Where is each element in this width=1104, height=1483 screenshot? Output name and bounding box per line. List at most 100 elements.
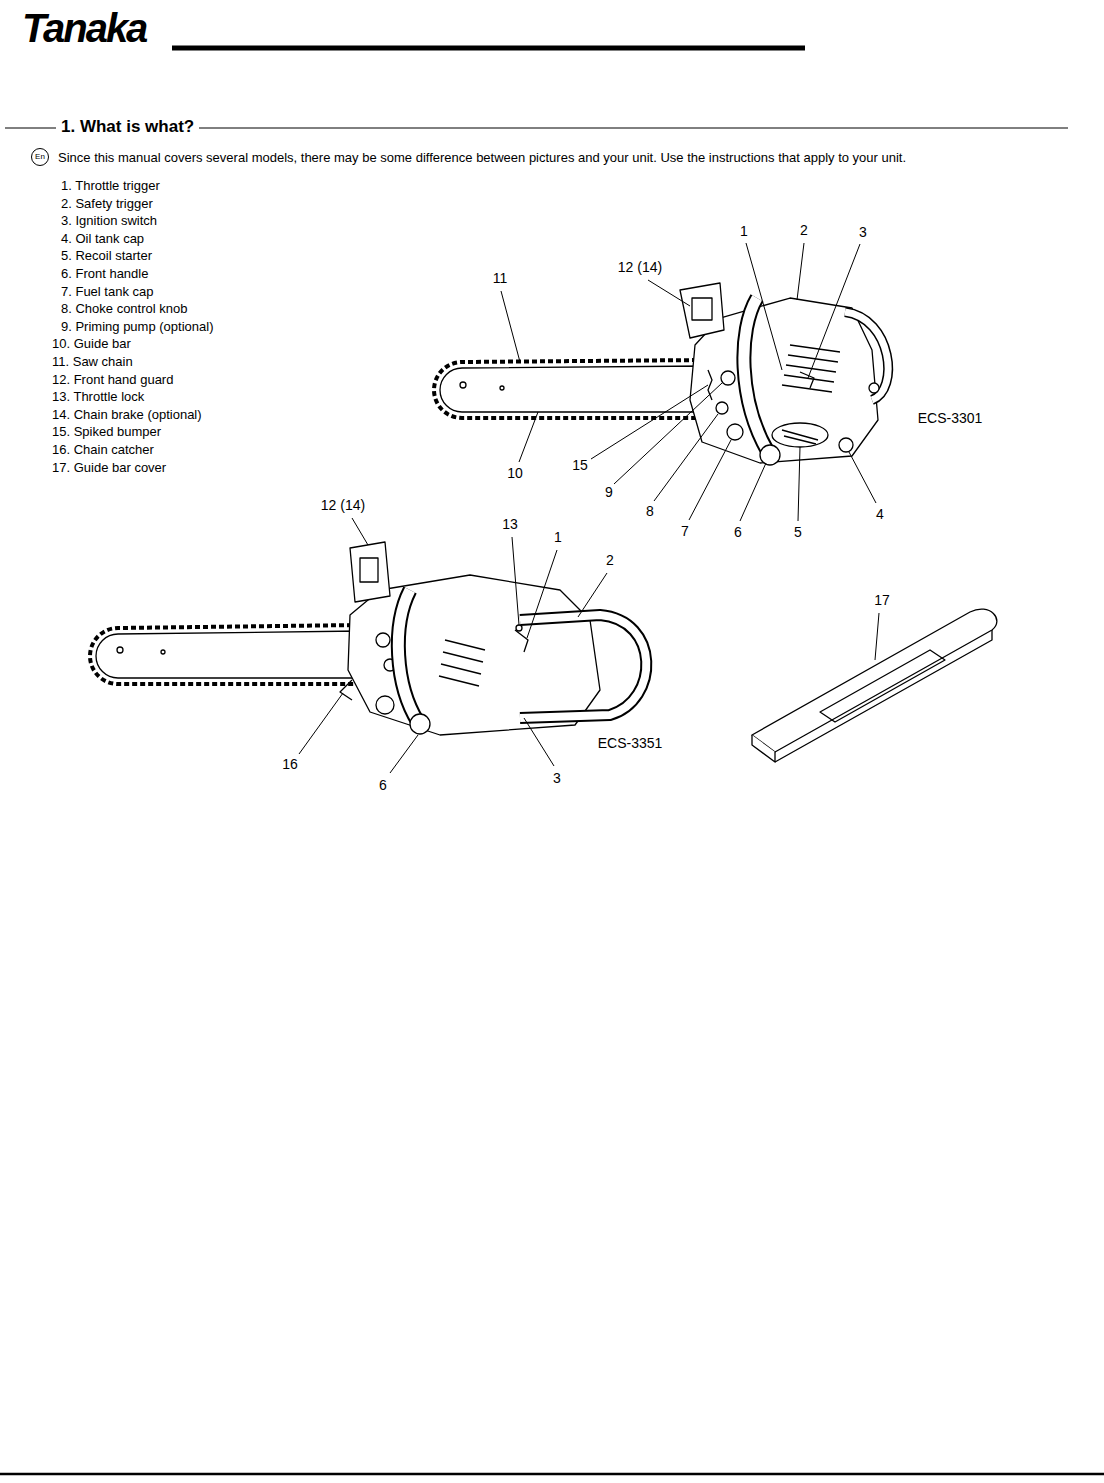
choke-knob <box>716 402 728 414</box>
front-handle <box>744 298 768 452</box>
callout-number: 13 <box>501 517 519 532</box>
leader-line <box>654 414 718 501</box>
rear-handle-fill <box>520 615 646 718</box>
language-badge <box>32 149 49 166</box>
callout-number: 8 <box>645 504 655 519</box>
leader-line <box>740 463 766 521</box>
callout-number: 3 <box>552 771 562 786</box>
part-list-item: 7. Fuel tank cap <box>61 285 154 299</box>
cooling-fins <box>439 640 485 686</box>
leader-line <box>527 550 557 638</box>
part-list-item: 10. Guide bar <box>52 337 131 351</box>
hand-guard-window <box>360 558 378 582</box>
fuel-cap <box>727 424 743 440</box>
guide-bar <box>96 631 360 678</box>
bar-hole <box>117 647 123 653</box>
pump-knob <box>721 371 735 385</box>
leader-line <box>390 735 418 773</box>
bar-cover <box>752 609 997 752</box>
callout-number: 12 (14) <box>617 260 663 275</box>
handle-end <box>760 445 780 465</box>
rear-handle <box>520 615 646 718</box>
part-list-item: 16. Chain catcher <box>52 443 154 457</box>
hand-guard-window <box>692 298 712 320</box>
callout-number: 2 <box>799 223 809 238</box>
throttle-lock <box>516 625 522 631</box>
callout-number: 15 <box>571 458 589 473</box>
hand-guard <box>350 542 390 602</box>
leader-line <box>512 537 519 625</box>
recoil-starter <box>772 423 828 447</box>
leader-line <box>614 383 722 484</box>
bar-cover-edge <box>775 630 992 762</box>
oil-cap <box>839 438 853 452</box>
leader-line <box>524 718 554 766</box>
part-list-item: 2. Safety trigger <box>61 197 153 211</box>
part-list-item: 11. Saw chain <box>52 355 133 369</box>
leader-line <box>746 243 782 370</box>
leader-line <box>519 412 538 462</box>
model-name: ECS-3351 <box>597 736 664 751</box>
chainsaw-figure <box>90 542 646 735</box>
handle-end <box>410 714 430 734</box>
rear-handle-fill <box>845 312 888 400</box>
bar-cover-edge <box>752 735 775 762</box>
saw-chain <box>90 625 360 684</box>
part-list-item: 5. Recoil starter <box>61 249 152 263</box>
callout-number: 7 <box>680 524 690 539</box>
part-list-item: 17. Guide bar cover <box>52 461 166 475</box>
part-list-item: 1. Throttle trigger <box>61 179 160 193</box>
bar-hole <box>500 386 504 390</box>
leader-line <box>689 440 731 520</box>
leader-line <box>648 280 690 306</box>
leader-line <box>875 613 879 660</box>
part-list-item: 12. Front hand guard <box>52 373 173 387</box>
brand-logo: Tanaka <box>22 6 146 50</box>
bar-hole <box>161 650 165 654</box>
leader-line <box>591 385 708 459</box>
leader-line <box>797 243 804 300</box>
fuel-cap <box>376 696 394 714</box>
leader-line <box>808 244 860 378</box>
starter-grille <box>782 430 818 444</box>
front-handle-fill <box>398 590 418 722</box>
leader-line <box>501 291 520 362</box>
callout-number: 2 <box>605 553 615 568</box>
cooling-fins <box>782 345 840 392</box>
callout-number: 1 <box>553 530 563 545</box>
leader-line <box>578 573 607 617</box>
part-list-item: 9. Priming pump (optional) <box>61 320 213 334</box>
saw-chain <box>434 360 705 418</box>
callout-number: 4 <box>875 507 885 522</box>
part-list-item: 6. Front handle <box>61 267 148 281</box>
part-list-item: 8. Choke control knob <box>61 302 187 316</box>
front-handle-fill <box>744 298 768 452</box>
language-code: En <box>35 153 45 162</box>
leader-line <box>849 452 876 503</box>
throttle-trigger <box>515 630 528 652</box>
callout-number: 11 <box>492 271 509 286</box>
part-list-item: 15. Spiked bumper <box>52 425 161 439</box>
handle-knob <box>869 383 879 393</box>
callout-number: 5 <box>793 525 803 540</box>
callout-number: 6 <box>378 778 388 793</box>
chain-catcher <box>340 680 352 700</box>
callout-number: 17 <box>873 593 891 608</box>
header-rule <box>172 46 805 51</box>
leader-line <box>352 518 368 545</box>
front-handle <box>398 590 418 722</box>
hand-guard <box>680 283 724 338</box>
part-list-item: 14. Chain brake (optional) <box>52 408 202 422</box>
part-list-item: 4. Oil tank cap <box>61 232 144 246</box>
bar-cover-slot <box>820 650 945 722</box>
throttle-trigger <box>800 372 814 388</box>
callout-number: 16 <box>281 757 299 772</box>
bar-cover-figure <box>752 609 997 762</box>
callout-number: 3 <box>858 225 868 240</box>
footer-rule <box>0 1473 1104 1476</box>
bar-hole <box>460 382 466 388</box>
part-list-item: 3. Ignition switch <box>61 214 157 228</box>
part-list-item: 13. Throttle lock <box>52 390 144 404</box>
chainsaw-figure <box>434 283 888 465</box>
